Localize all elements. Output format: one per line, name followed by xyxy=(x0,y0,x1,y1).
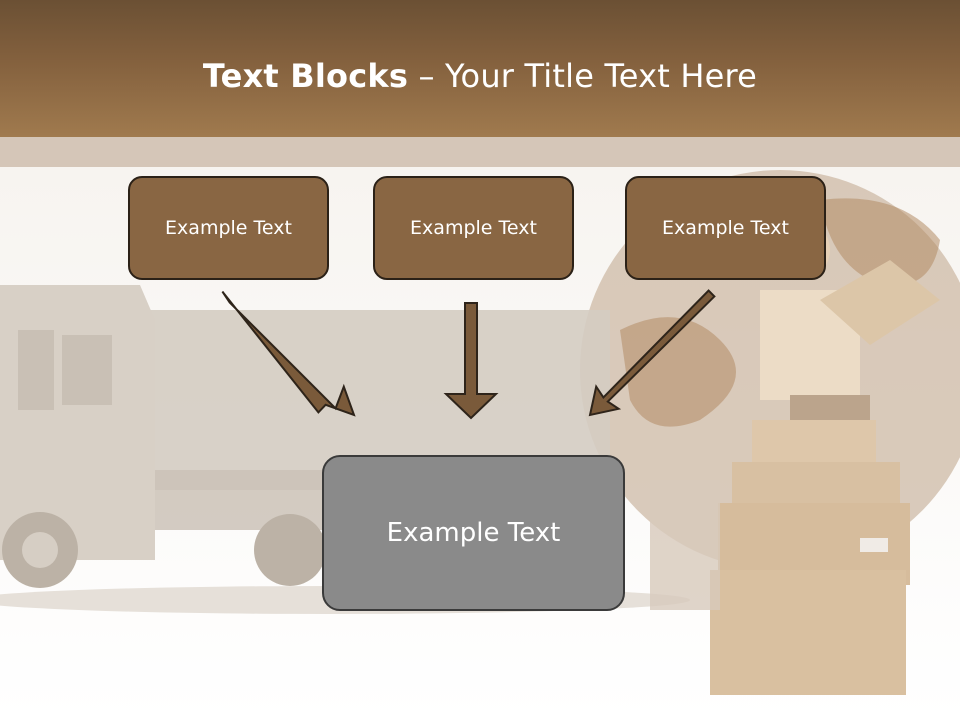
text-block-1-label: Example Text xyxy=(165,217,292,239)
text-block-3-label: Example Text xyxy=(662,217,789,239)
slide-title: Text Blocks – Your Title Text Here xyxy=(0,54,960,98)
text-block-3[interactable]: Example Text xyxy=(625,176,826,280)
text-block-2[interactable]: Example Text xyxy=(373,176,574,280)
text-block-1[interactable]: Example Text xyxy=(128,176,329,280)
target-block[interactable]: Example Text xyxy=(322,455,625,611)
header-bar: Text Blocks – Your Title Text Here xyxy=(0,0,960,137)
text-block-2-label: Example Text xyxy=(410,217,537,239)
slide-title-bold: Text Blocks xyxy=(202,57,409,95)
target-block-label: Example Text xyxy=(386,518,561,548)
header-subband xyxy=(0,137,960,167)
slide-title-rest: – Your Title Text Here xyxy=(408,57,758,95)
